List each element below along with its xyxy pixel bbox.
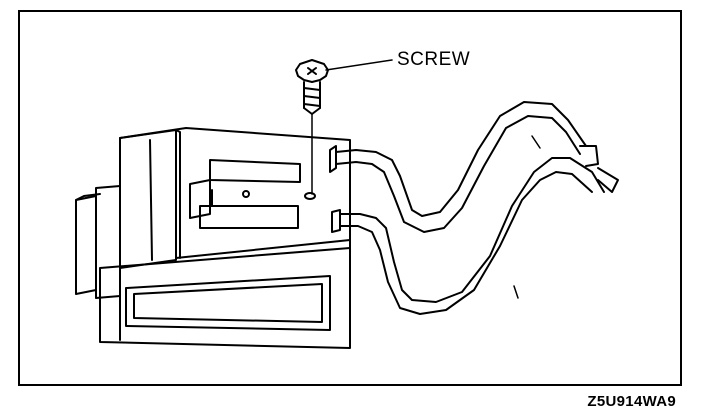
connector-tips	[579, 145, 619, 193]
rivet-hole-icon	[242, 190, 250, 198]
screw-icon	[295, 59, 329, 195]
terminal-plates	[189, 159, 316, 229]
screw-callout-leader	[325, 59, 393, 71]
relay-module-body	[75, 127, 351, 349]
wire-harness-lower	[331, 135, 605, 315]
wire-harness-upper	[329, 101, 587, 233]
screw-callout-label: SCREW	[397, 49, 471, 70]
figure-code: Z5U914WA9	[587, 393, 676, 410]
screw-hole-icon	[304, 192, 316, 200]
